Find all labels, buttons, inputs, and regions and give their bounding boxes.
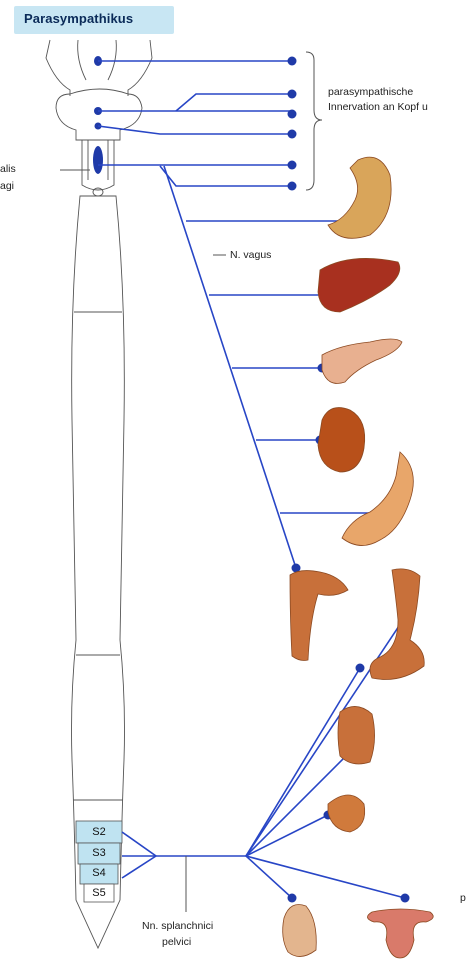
cut-off-label: p [460, 892, 466, 904]
liver-organ [318, 258, 400, 312]
cranial-innervation-label-line2: Innervation an Kopf u [328, 101, 428, 113]
nucleus-dorsalis-vagi [93, 146, 103, 174]
segment-s4-label: S4 [79, 867, 119, 879]
nucleus-label-line2: agi [0, 180, 14, 192]
stomach-organ [328, 157, 391, 238]
vagus-label: N. vagus [230, 249, 271, 261]
splanchnici-label-line1: Nn. splanchnici [142, 920, 213, 932]
pancreas-organ [322, 339, 402, 384]
colon-descending-organ [370, 569, 424, 680]
splanchnici-label-line2: pelvici [162, 936, 191, 948]
female-genitals-organ [367, 909, 433, 958]
brainstem-nuclei [93, 56, 103, 174]
rectum-organ [338, 706, 375, 764]
kidney-organ [318, 408, 365, 472]
segment-s5-label: S5 [79, 887, 119, 899]
bladder-organ [328, 795, 365, 832]
segment-s2-label: S2 [79, 826, 119, 838]
cranial-bracket [306, 52, 322, 190]
colon-ascending-organ [290, 571, 348, 661]
segment-s3-label: S3 [79, 847, 119, 859]
nerve-lines [60, 61, 405, 912]
nucleus-label-line1: alis [0, 163, 16, 175]
organs [283, 157, 434, 958]
male-genitals-organ [283, 905, 317, 957]
cranial-innervation-label-line1: parasympathische [328, 86, 413, 98]
diagram-title: Parasympathikus [24, 11, 133, 26]
